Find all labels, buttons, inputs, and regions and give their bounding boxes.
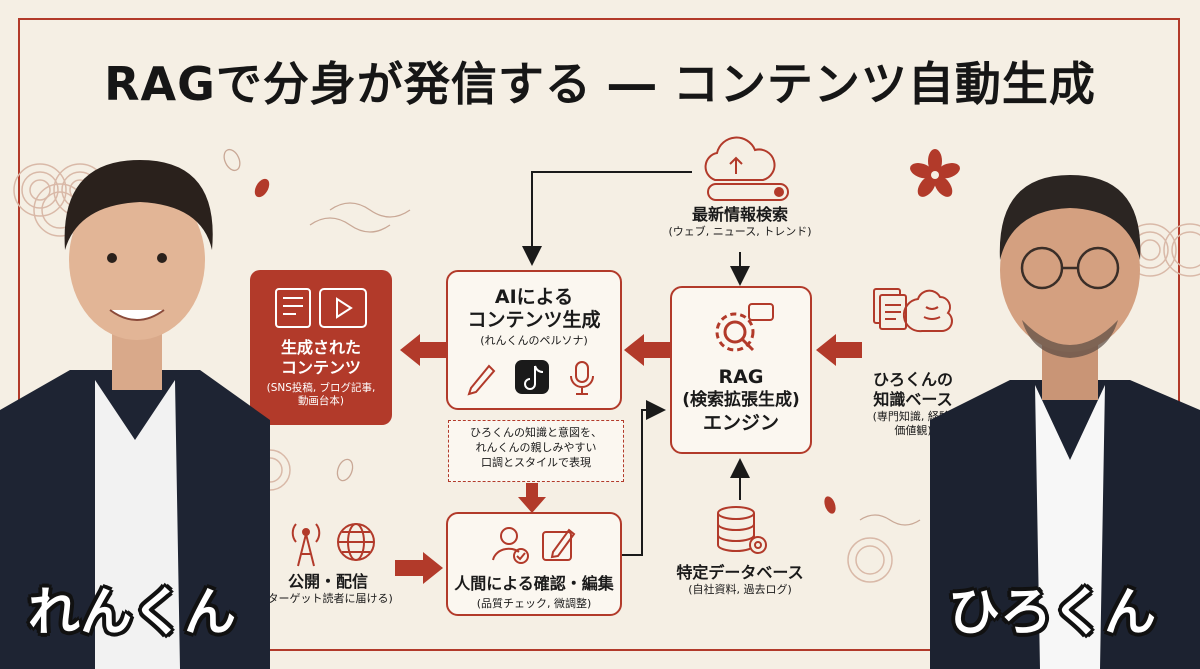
note-line-2: れんくんの親しみやすい xyxy=(475,441,597,454)
note-line-3: 口調とスタイルで表現 xyxy=(481,456,591,469)
arrow-ai-to-generated xyxy=(400,334,446,366)
database-title: 特定データベース xyxy=(676,563,804,582)
ai-sub: (れんくんのペルソナ) xyxy=(480,334,588,347)
generated-title-1: 生成された xyxy=(280,338,361,357)
arrow-knowledge-to-rag xyxy=(816,334,862,366)
right-person-name: ひろくん xyxy=(948,583,1157,643)
search-sub: (ウェブ, ニュース, トレンド) xyxy=(668,225,812,238)
arrow-review-to-rag xyxy=(622,400,666,556)
user-check-icon xyxy=(492,527,529,564)
globe-icon xyxy=(337,523,375,561)
document-video-icon xyxy=(275,288,367,328)
antenna-icon xyxy=(291,523,321,567)
generated-content-box: 生成された コンテンツ (SNS投稿, ブログ記事, 動画台本) xyxy=(250,270,392,425)
rag-engine-box: RAG (検索拡張生成) エンジン xyxy=(670,286,812,454)
persona-note: ひろくんの知識と意図を、 れんくんの親しみやすい 口調とスタイルで表現 xyxy=(448,420,624,482)
knowledge-node: ひろくんの 知識ベース (専門知識, 経験, 価値観) xyxy=(848,370,978,438)
search-node: 最新情報検索 (ウェブ, ニュース, トレンド) xyxy=(650,205,830,239)
ai-title-1: AIによる xyxy=(494,286,574,308)
database-node: 特定データベース (自社資料, 過去ログ) xyxy=(660,563,820,597)
arrow-search-to-ai xyxy=(522,171,692,266)
tiktok-icon xyxy=(515,360,549,394)
right-person-avatar xyxy=(930,175,1200,669)
knowledge-title-2: 知識ベース xyxy=(873,390,953,409)
note-line-1: ひろくんの知識と意図を、 xyxy=(470,426,602,439)
ai-title-2: コンテンツ生成 xyxy=(467,309,601,331)
edit-icon xyxy=(542,528,576,561)
knowledge-sub-2: 価値観) xyxy=(894,424,932,437)
rag-title-2: (検索拡張生成) xyxy=(682,390,800,410)
page-title: RAGで分身が発信する ― コンテンツ自動生成 xyxy=(104,57,1096,111)
sakura-icon xyxy=(254,149,960,514)
arrow-rag-to-ai xyxy=(624,334,670,366)
database-sub: (自社資料, 過去ログ) xyxy=(688,583,792,596)
microphone-icon xyxy=(570,361,594,395)
generated-title-2: コンテンツ xyxy=(280,358,361,377)
arrow-note-to-review xyxy=(518,483,546,513)
publish-node: 公開・配信 (ターゲット読者に届ける) xyxy=(248,572,408,606)
publish-title: 公開・配信 xyxy=(287,572,368,591)
rag-title-1: RAG xyxy=(718,366,764,388)
review-title: 人間による確認・編集 xyxy=(454,574,614,593)
page-frame xyxy=(18,18,1180,651)
rag-title-3: エンジン xyxy=(702,412,779,434)
left-person-name: れんくん xyxy=(28,583,237,643)
knowledge-title-1: ひろくんの xyxy=(872,370,953,389)
review-sub: (品質チェック, 微調整) xyxy=(476,597,592,610)
gear-magnifier-icon xyxy=(715,303,774,352)
pen-icon xyxy=(467,364,496,396)
generated-sub-1: (SNS投稿, ブログ記事, xyxy=(266,382,376,394)
left-person-avatar xyxy=(0,160,270,669)
ai-generation-box: AIによる コンテンツ生成 (れんくんのペルソナ) xyxy=(446,270,622,410)
human-review-box: 人間による確認・編集 (品質チェック, 微調整) xyxy=(446,512,622,616)
search-title: 最新情報検索 xyxy=(691,205,788,224)
generated-sub-2: 動画台本) xyxy=(297,395,345,407)
arrow-publish-to-review xyxy=(395,552,443,584)
publish-sub: (ターゲット読者に届ける) xyxy=(263,592,393,605)
